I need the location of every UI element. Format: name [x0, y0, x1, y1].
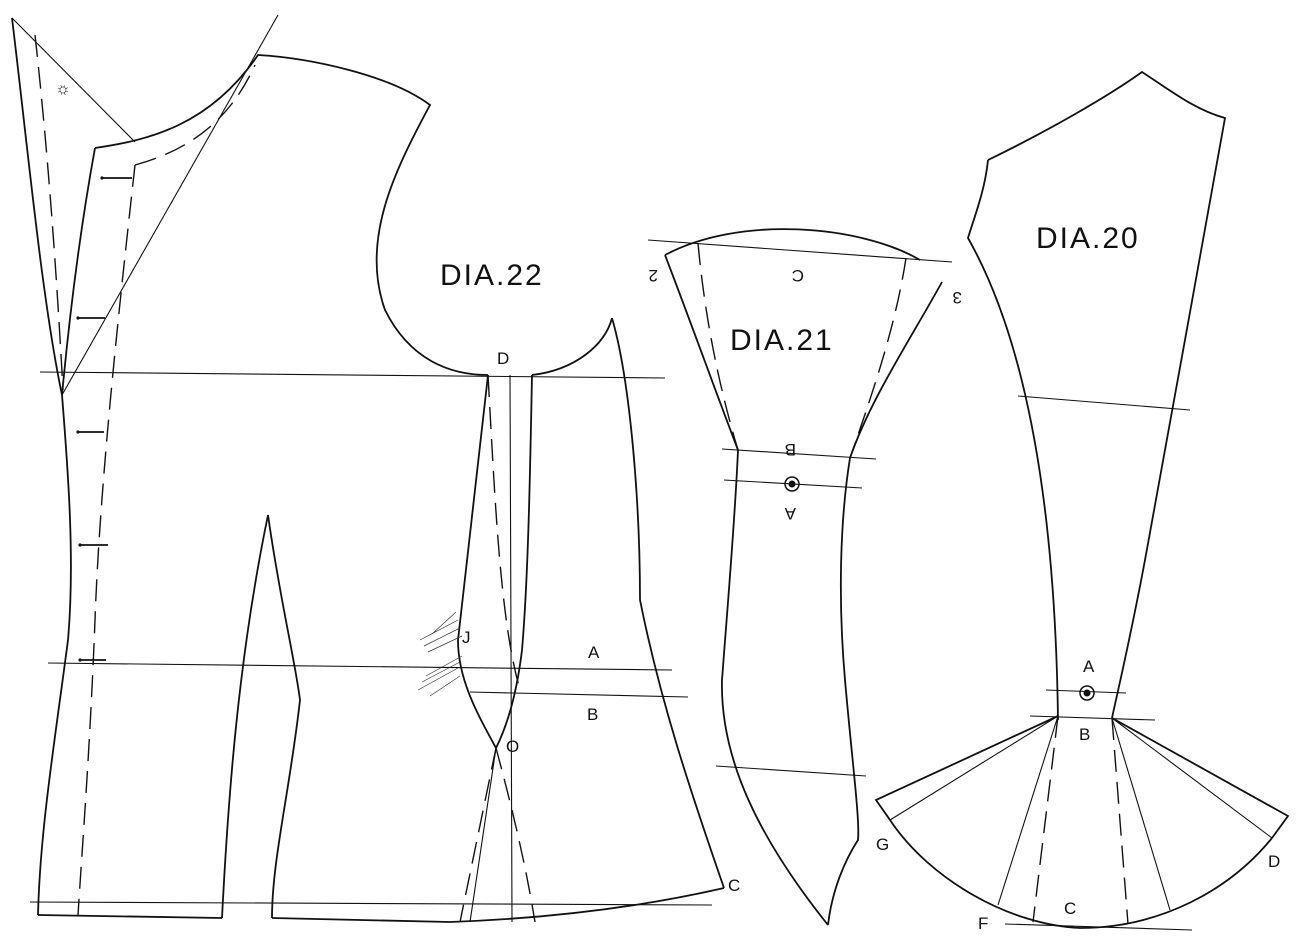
dia20-sleeve — [987, 70, 1227, 719]
dia20-pattern: DIA.20 A B G D F C — [874, 70, 1290, 933]
dia21-point-2: 2 — [649, 266, 658, 285]
dia22-title: DIA.22 — [440, 259, 544, 292]
dia22-point-A: A — [588, 643, 600, 662]
dia21-point-C: C — [792, 266, 804, 285]
dia20-point-F: F — [978, 914, 988, 933]
svg-text:☼: ☼ — [50, 79, 73, 100]
dia22-lapel — [11, 17, 63, 396]
dia20-point-B: B — [1079, 725, 1090, 744]
dia20-point-D: D — [1268, 852, 1280, 871]
dia21-point-A: A — [784, 504, 796, 523]
dia22-front-panel — [94, 54, 489, 376]
dia22-point-D: D — [497, 349, 509, 368]
dia22-buttons — [78, 177, 132, 661]
dia21-mark-A — [784, 476, 800, 492]
dia22-front-dart — [221, 514, 301, 919]
dia22-point-C: C — [728, 876, 740, 895]
dia22-hatch — [417, 611, 463, 697]
dia21-crown — [664, 228, 921, 261]
dia20-point-G: G — [876, 835, 889, 854]
dia20-title: DIA.20 — [1036, 222, 1140, 255]
dia21-pattern: DIA.21 C 2 3 B A — [647, 228, 962, 926]
dia20-flare — [874, 715, 1059, 821]
dia22-pattern: ☼ — [11, 14, 740, 923]
dia22-point-B: B — [587, 705, 598, 724]
dia21-title: DIA.21 — [730, 324, 834, 357]
dia21-point-3: 3 — [953, 288, 962, 307]
dia21-body — [721, 449, 829, 926]
dia20-mark-A — [1079, 685, 1095, 701]
dia21-point-B: B — [785, 440, 796, 459]
dia20-point-A: A — [1083, 657, 1095, 676]
dia22-point-O: O — [506, 737, 519, 756]
dia22-point-J: J — [462, 628, 471, 647]
dia20-point-C: C — [1064, 899, 1076, 918]
